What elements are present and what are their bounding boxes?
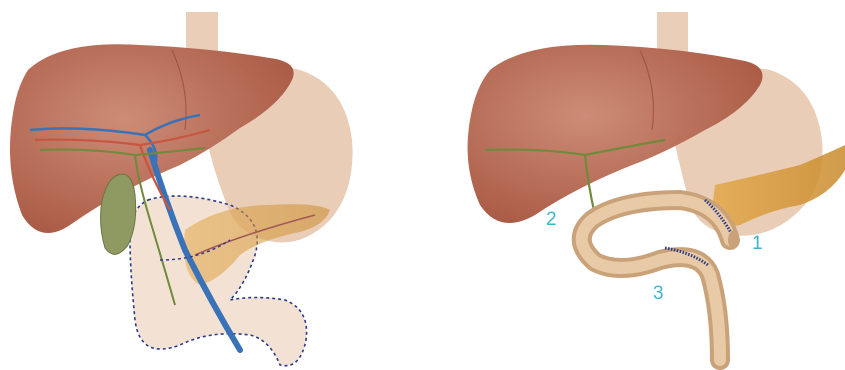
right-panel-reconstruction — [468, 12, 845, 360]
label-2: 2 — [546, 209, 557, 230]
label-1: 1 — [752, 233, 763, 254]
left-panel-anatomy — [10, 12, 353, 366]
label-3: 3 — [653, 283, 664, 304]
jejunum-end — [728, 231, 738, 249]
